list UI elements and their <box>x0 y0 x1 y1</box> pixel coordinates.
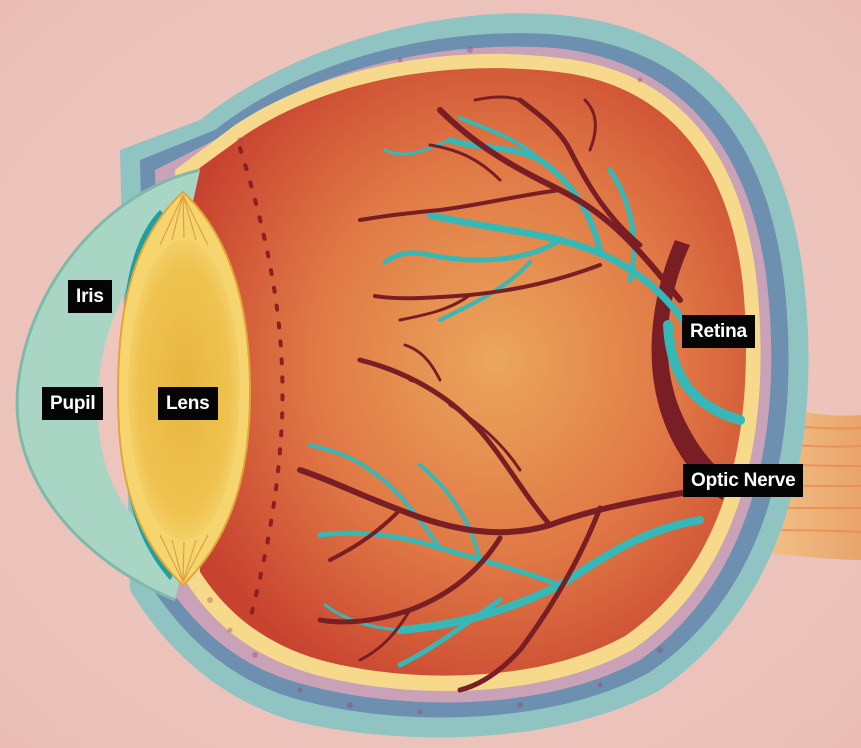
label-iris: Iris <box>68 280 112 313</box>
label-retina: Retina <box>682 315 755 348</box>
label-pupil: Pupil <box>42 387 103 420</box>
label-lens: Lens <box>158 387 218 420</box>
label-optic-nerve: Optic Nerve <box>683 464 803 497</box>
